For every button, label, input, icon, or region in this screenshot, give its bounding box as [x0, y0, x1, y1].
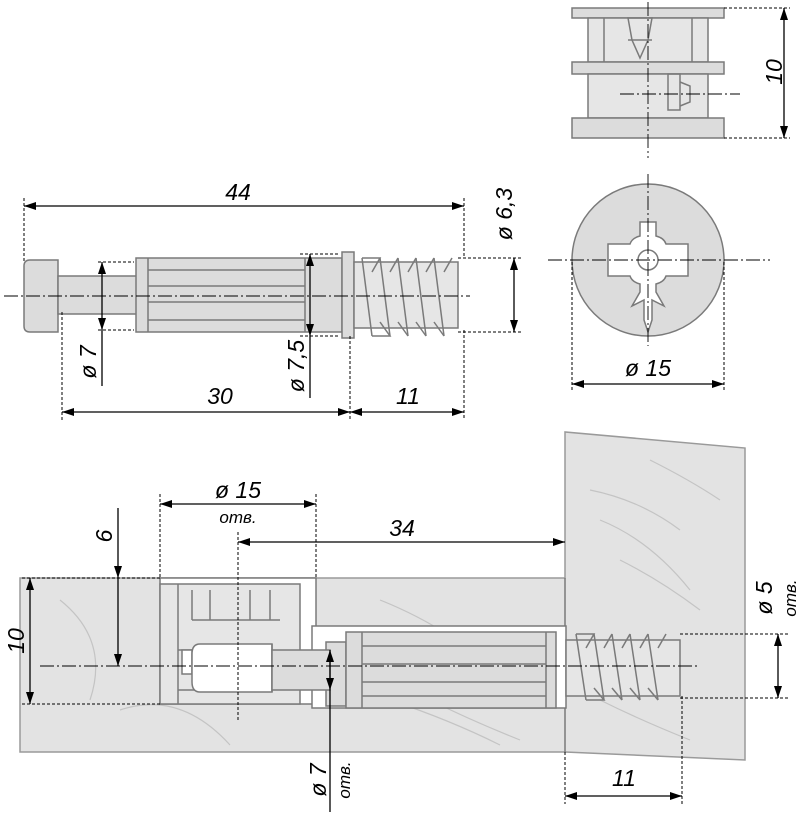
cam-front-view: ø 15	[548, 174, 770, 390]
hole-diameter-label: ø 15	[215, 477, 261, 503]
distance-label: 34	[389, 515, 415, 541]
thread-length-label: 11	[396, 383, 420, 409]
cam-side-view: 10	[571, 2, 790, 158]
bottom-hole-note: отв.	[335, 761, 354, 798]
side-hole-label: ø 5	[751, 581, 777, 614]
assembly-view: ø 15 отв. 34 6 10 ø 5 отв. ø 7 отв.	[3, 431, 800, 812]
bolt-view: 44 ø 6,3 ø 7 ø 7,5 30 11	[4, 179, 522, 420]
shank-length-label: 30	[207, 383, 233, 409]
neck-diameter-label: ø 7	[75, 344, 101, 378]
shank-diameter-label: ø 7,5	[283, 340, 309, 393]
hole-note: отв.	[219, 508, 256, 527]
assembly-thread-length-label: 11	[612, 765, 636, 791]
top-view-height-label: 10	[761, 59, 787, 85]
cam-diameter-label: ø 15	[625, 355, 671, 381]
bolt-length-label: 44	[225, 179, 251, 205]
side-hole-note: отв.	[781, 579, 800, 616]
depth-label: 6	[91, 529, 117, 542]
bottom-hole-label: ø 7	[305, 762, 331, 796]
board-thickness-label: 10	[3, 628, 29, 654]
thread-diameter-label: ø 6,3	[491, 188, 517, 241]
